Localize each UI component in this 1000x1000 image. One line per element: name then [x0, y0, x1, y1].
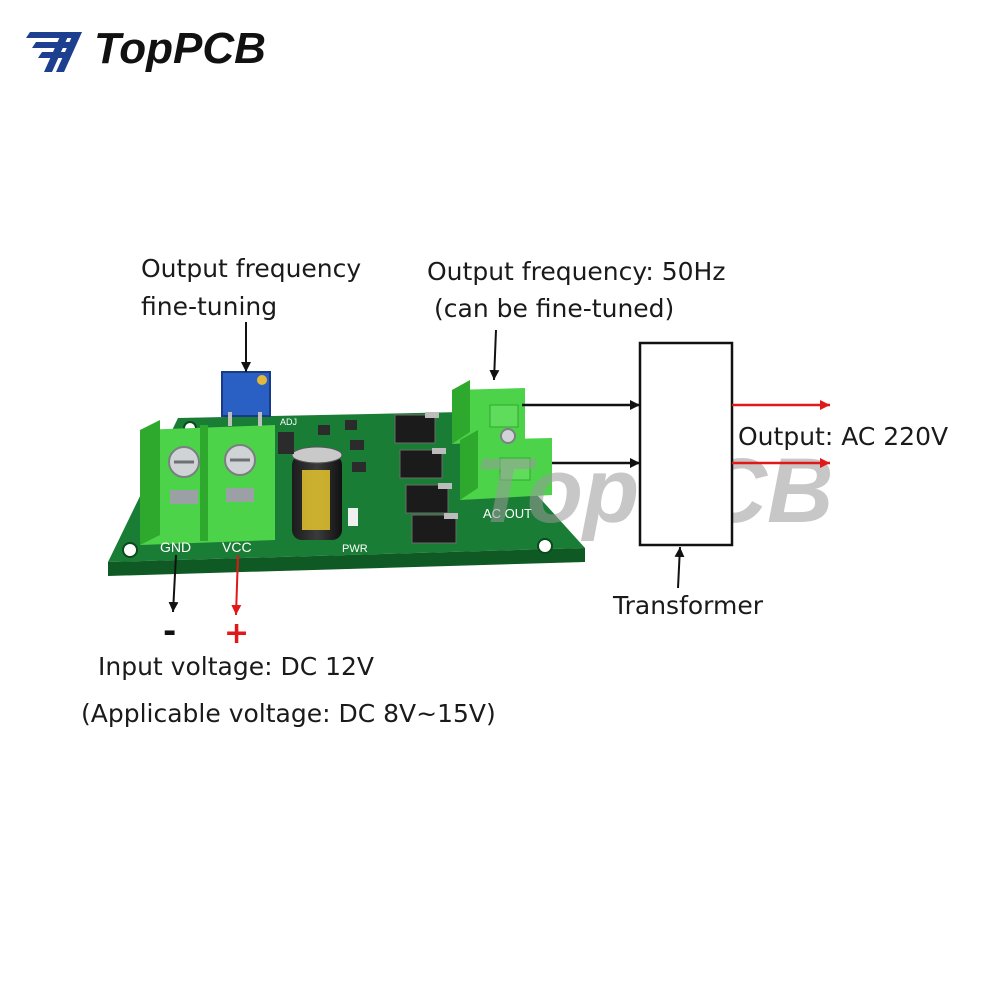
input-voltage-label: Input voltage: DC 12V	[98, 652, 375, 681]
input-terminal-block	[140, 420, 275, 545]
silk-ac-out: AC OUT	[483, 506, 532, 521]
vcc-arrow	[231, 554, 242, 616]
plus-sign: +	[224, 616, 250, 651]
silk-vcc: VCC	[222, 539, 252, 555]
potentiometer	[221, 371, 271, 426]
mosfet-array	[394, 412, 458, 544]
frequency-label-line1: Output frequency: 50Hz	[427, 257, 726, 286]
frequency-label-line2: (can be fine-tuned)	[434, 294, 675, 323]
transformer-label: Transformer	[613, 591, 764, 620]
output-label: Output: AC 220V	[738, 422, 949, 451]
smd-components	[278, 420, 366, 526]
minus-sign: -	[163, 612, 177, 650]
fine-tuning-label-line2: fine-tuning	[141, 292, 278, 321]
transformer-box	[638, 341, 734, 547]
brand-logo-icon	[26, 32, 82, 72]
output-terminal-block	[452, 380, 552, 500]
capacitor	[291, 446, 343, 540]
gnd-arrow	[168, 554, 179, 613]
brand-name: TopPCB	[94, 24, 266, 73]
fine-tuning-label-line1: Output frequency	[141, 254, 362, 283]
silk-pwr: PWR	[342, 543, 368, 555]
silk-adj: ADJ	[280, 417, 297, 427]
transformer-pointer	[674, 546, 685, 589]
applicable-voltage-label: (Applicable voltage: DC 8V~15V)	[81, 699, 496, 728]
silk-gnd: GND	[160, 539, 191, 555]
frequency-pointer	[489, 329, 500, 381]
